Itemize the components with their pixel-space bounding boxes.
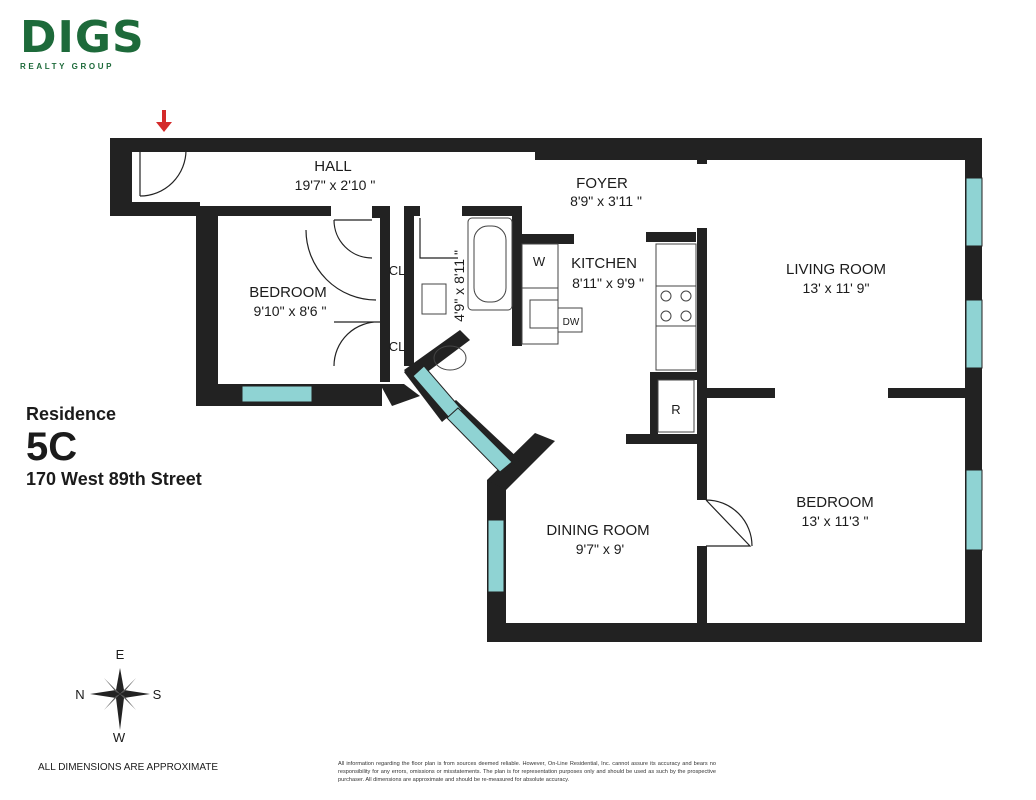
compass-rose-icon — [90, 668, 150, 730]
living-stub — [697, 152, 707, 164]
closet-swing — [305, 229, 377, 301]
dining-north-wall — [626, 434, 706, 444]
compass-west: W — [113, 730, 126, 745]
living-room-dims: 13' x 11' 9" — [803, 280, 870, 296]
counter-left — [521, 243, 559, 345]
hall-dims: 19'7" x 2'10 " — [295, 177, 376, 193]
fixtures — [421, 217, 697, 433]
kitchen-ne-wall — [646, 232, 696, 242]
window-diagonal-2 — [446, 407, 513, 473]
window-dining — [487, 519, 505, 593]
brand-name: DIGS — [20, 12, 145, 63]
counter-right — [655, 243, 697, 371]
disclaimer: All information regarding the floor plan… — [338, 761, 716, 783]
burner-3 — [660, 310, 672, 322]
bedroom-corner — [380, 384, 420, 406]
kitchen-sink — [529, 299, 559, 329]
walls — [110, 138, 982, 642]
bedroom-living-wall-left — [697, 388, 775, 398]
living-room-name: LIVING ROOM — [786, 261, 886, 278]
bedroom-north-wall — [196, 206, 331, 216]
range — [655, 285, 697, 327]
dining-room-dims: 9'7" x 9' — [576, 541, 624, 557]
foyer-dims: 8'9" x 3'11 " — [570, 193, 642, 209]
north-wall — [110, 138, 982, 152]
hall-name: HALL — [314, 158, 352, 175]
bedroom-living-wall-right — [888, 388, 968, 398]
burner-1 — [660, 290, 672, 302]
washer-label: W — [533, 254, 546, 269]
window-bedroom-right — [965, 469, 983, 551]
toilet — [433, 345, 467, 371]
dining-nw-wall — [487, 433, 555, 490]
residence-block: Residence 5C 170 West 89th Street — [26, 404, 202, 490]
dining-east-wall-upper — [697, 438, 707, 500]
dining-east-wall-lower — [697, 546, 707, 626]
closet-2-label: CL — [389, 339, 406, 354]
fridge-box — [657, 379, 695, 433]
bath-top-left — [404, 206, 420, 216]
fridge-top — [650, 372, 700, 380]
bedroom-door — [705, 499, 753, 547]
bedroom-left-dims: 9'10" x 8'6 " — [254, 303, 327, 319]
bedroom-west-wall — [196, 206, 218, 406]
bedroom-right-name: BEDROOM — [796, 494, 874, 511]
compass-north: N — [75, 687, 84, 702]
kitchen-name: KITCHEN — [571, 255, 637, 272]
brand-logo: DIGS REALTY GROUP — [20, 12, 145, 72]
compass-south: S — [153, 687, 162, 702]
residence-address: 170 West 89th Street — [26, 469, 202, 489]
brand-tagline: REALTY GROUP — [20, 62, 115, 71]
kitchen-east-wall — [697, 228, 707, 438]
burner-4 — [680, 310, 692, 322]
bedroom-left-name: BEDROOM — [249, 284, 327, 301]
bathtub — [467, 217, 513, 311]
dishwasher-box — [557, 307, 583, 333]
closet-top — [372, 206, 382, 218]
doors — [139, 149, 753, 547]
closet-east-wall — [380, 206, 390, 382]
residence-label: Residence — [26, 404, 117, 424]
residence-unit: 5C — [26, 425, 78, 469]
entry-door — [139, 149, 187, 197]
closet-1-label: CL — [389, 263, 406, 278]
bedroom-right-dims: 13' x 11'3 " — [802, 513, 869, 529]
bath-west-wall — [404, 206, 414, 366]
bath-sink — [421, 283, 447, 315]
dishwasher-label: DW — [563, 317, 580, 328]
window-living-1 — [965, 177, 983, 247]
fridge-side — [650, 372, 658, 434]
south-wall — [487, 623, 982, 642]
bath-dims: 4'9" x 8'11 " — [451, 250, 467, 322]
north-wall-step — [535, 150, 982, 160]
bath-top-right — [462, 206, 520, 216]
bath-east-wall — [512, 206, 522, 346]
kitchen-dims: 8'11" x 9'9 " — [572, 275, 644, 291]
hall-west-wall — [110, 138, 132, 216]
dining-room-name: DINING ROOM — [546, 522, 649, 539]
closet-door-1 — [333, 219, 373, 259]
entry-arrow-icon — [156, 110, 172, 132]
bath-door — [419, 218, 458, 259]
closet-door-2 — [333, 321, 381, 367]
bathtub-inner — [473, 225, 507, 303]
kitchen-north-wall — [512, 234, 574, 244]
window-bedroom-left — [241, 385, 313, 403]
compass-east: E — [116, 647, 125, 662]
approx-note: ALL DIMENSIONS ARE APPROXIMATE — [38, 762, 219, 773]
hall-south-wall — [110, 202, 200, 216]
foyer-name: FOYER — [576, 175, 628, 192]
windows — [241, 177, 983, 593]
window-diagonal-1 — [412, 365, 463, 421]
refrigerator-label: R — [671, 402, 680, 417]
burner-2 — [680, 290, 692, 302]
window-living-2 — [965, 299, 983, 369]
